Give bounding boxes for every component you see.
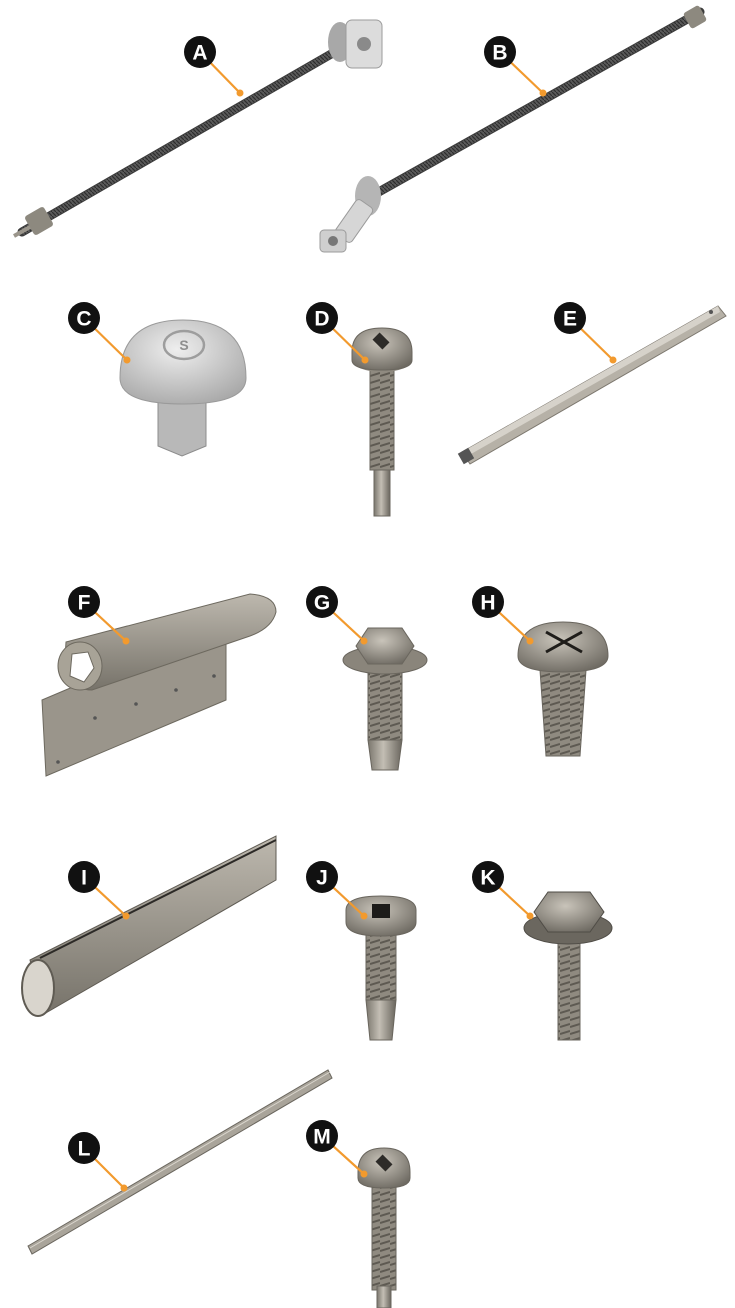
badge-d (306, 302, 338, 334)
badge-i (68, 861, 100, 893)
badge-h (472, 586, 504, 618)
part-b-end-cap-icon (683, 5, 707, 29)
svg-text:S: S (179, 337, 188, 353)
callouts: A B C D E F G H I J K L M (68, 36, 617, 1192)
badge-m (306, 1120, 338, 1152)
badge-label-g: G (314, 592, 330, 615)
badge-g (306, 586, 338, 618)
badge-k (472, 861, 504, 893)
badge-label-i: I (81, 867, 87, 890)
part-e-square-shaft (457, 305, 727, 465)
leader-dot-c (123, 356, 131, 364)
leader-dot-i (122, 912, 130, 920)
part-a-end-cap-icon (13, 207, 53, 238)
badge-label-a: A (192, 42, 207, 65)
leader-dot-d (361, 356, 369, 364)
part-g-screw (342, 627, 428, 771)
leader-dot-l (120, 1184, 128, 1192)
badge-a (184, 36, 216, 68)
part-i-slotted-tube (21, 835, 277, 1017)
leader-dot-b (539, 89, 547, 97)
badge-j (306, 861, 338, 893)
leader-dot-h (526, 637, 534, 645)
part-m-screw (357, 1147, 411, 1308)
badge-c (68, 302, 100, 334)
badge-l (68, 1132, 100, 1164)
badge-label-k: K (480, 867, 495, 890)
part-h-screw (517, 621, 609, 757)
part-l-thin-rail (27, 1069, 333, 1255)
badge-f (68, 586, 100, 618)
badge-e (554, 302, 586, 334)
part-f-bar-with-flange (41, 593, 277, 777)
leader-dot-f (122, 637, 130, 645)
badge-label-f: F (78, 592, 91, 615)
badge-label-b: B (492, 42, 507, 65)
leader-dot-a (236, 89, 244, 97)
badge-label-m: M (313, 1126, 331, 1149)
part-a-bracket-icon (328, 19, 383, 69)
part-b-bracket-icon (319, 176, 381, 253)
leader-dot-m (360, 1170, 368, 1178)
leader-dot-k (526, 912, 534, 920)
badge-label-j: J (316, 867, 328, 890)
badge-label-e: E (563, 308, 577, 331)
part-c-mushroom-cap: S (119, 319, 247, 457)
badge-label-c: C (76, 308, 91, 331)
part-a-threaded-rod (13, 19, 383, 238)
badge-label-h: H (480, 592, 495, 615)
badge-b (484, 36, 516, 68)
badge-label-d: D (314, 308, 329, 331)
part-k-screw (523, 891, 613, 1041)
part-j-screw (345, 895, 417, 1041)
leader-dot-e (609, 356, 617, 364)
badge-label-l: L (78, 1138, 91, 1161)
leader-dot-j (360, 912, 368, 920)
leader-dot-g (360, 637, 368, 645)
part-b-threaded-rod (319, 5, 707, 253)
